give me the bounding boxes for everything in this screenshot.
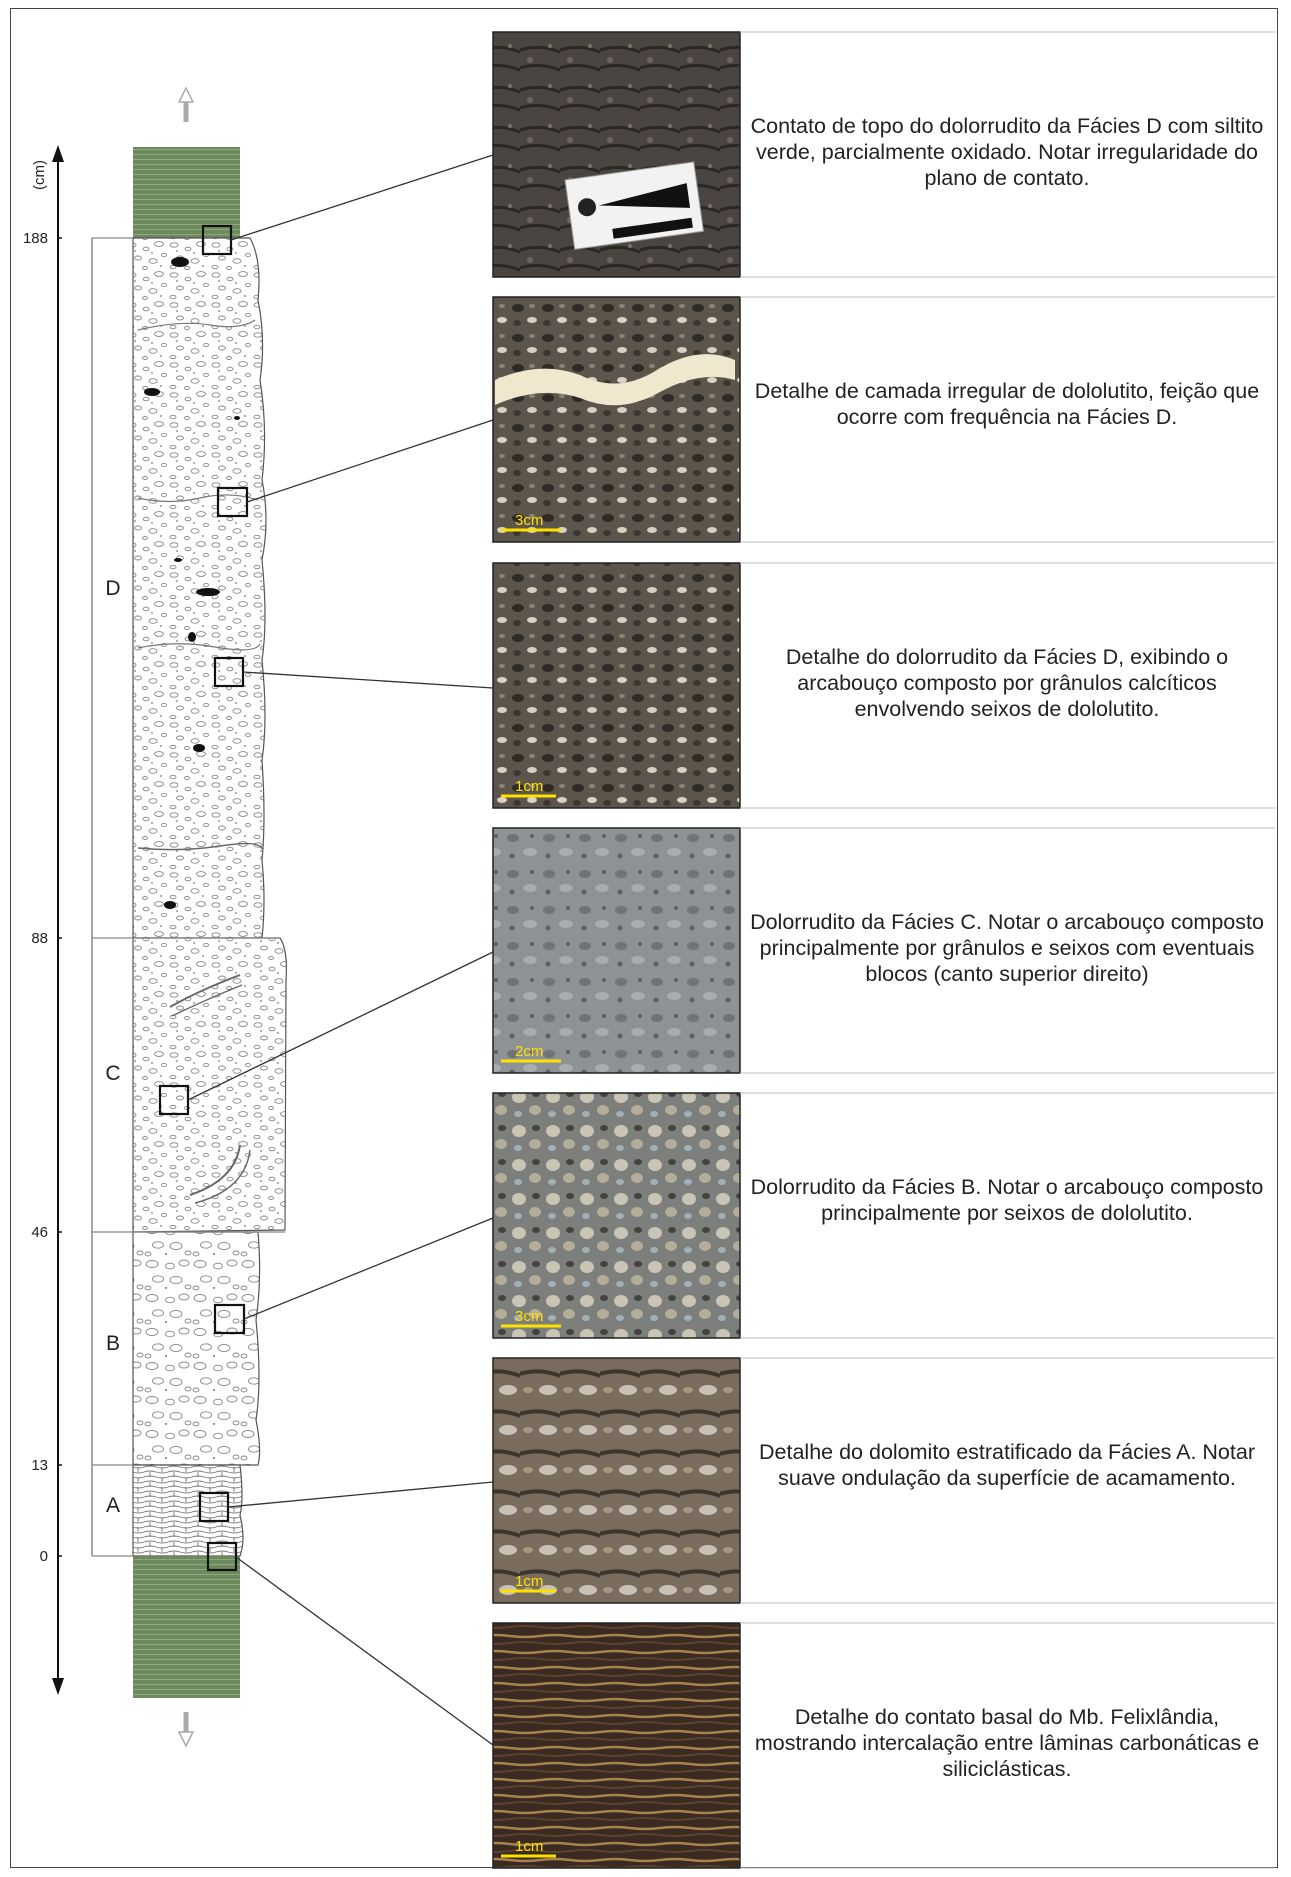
photo-image bbox=[493, 1358, 740, 1603]
photo-image bbox=[493, 828, 740, 1073]
leader-line bbox=[244, 1218, 493, 1319]
scale-bar-label: 1cm bbox=[515, 1838, 543, 1855]
facies-label-c: C bbox=[105, 1062, 120, 1085]
leader-line bbox=[228, 1482, 493, 1507]
facies-b-body bbox=[133, 1232, 260, 1465]
panel-caption: Detalhe do dolomito estratificado da Fác… bbox=[742, 1439, 1272, 1491]
axis-unit-label: (cm) bbox=[31, 160, 48, 190]
axis-tick-label: 13 bbox=[31, 1457, 48, 1474]
panel-caption: Detalhe do contato basal do Mb. Felixlân… bbox=[742, 1704, 1272, 1782]
down-arrow-icon bbox=[179, 1712, 193, 1746]
facies-label-b: B bbox=[106, 1332, 120, 1355]
leader-line bbox=[231, 155, 493, 240]
scale-bar-label: 3cm bbox=[515, 512, 543, 529]
panel-caption: Dolorrudito da Fácies C. Notar o arcabou… bbox=[742, 909, 1272, 987]
panel-caption: Dolorrudito da Fácies B. Notar o arcabou… bbox=[742, 1174, 1272, 1226]
stratigraphic-column bbox=[133, 88, 286, 1746]
photo-image bbox=[493, 1623, 740, 1868]
facies-label-d: D bbox=[105, 577, 120, 600]
scale-bar-label: 1cm bbox=[515, 778, 543, 795]
photo-image bbox=[493, 1093, 740, 1338]
panel-caption: Contato de topo do dolorrudito da Fácies… bbox=[742, 113, 1272, 191]
photo-image bbox=[493, 563, 740, 808]
leader-line bbox=[247, 420, 493, 502]
axis-tick-label: 88 bbox=[31, 930, 48, 947]
axis-tick-label: 46 bbox=[31, 1224, 48, 1241]
facies-c-body bbox=[133, 938, 286, 1232]
panel-caption: Detalhe de camada irregular de dololutit… bbox=[742, 378, 1272, 430]
up-arrow-icon bbox=[179, 88, 193, 122]
leader-line bbox=[236, 1557, 493, 1745]
scale-bar-label: 3cm bbox=[515, 1308, 543, 1325]
siltstone-top bbox=[133, 147, 240, 238]
siltstone-bottom bbox=[133, 1556, 240, 1698]
axis-down-arrow-icon bbox=[52, 1678, 64, 1695]
axis-tick-label: 0 bbox=[40, 1548, 48, 1565]
facies-label-a: A bbox=[106, 1494, 120, 1517]
scale-bar-label: 1cm bbox=[515, 1573, 543, 1590]
photo-image bbox=[493, 297, 740, 542]
depth-axis: (cm) 188 88 46 13 0 bbox=[23, 145, 64, 1695]
facies-d-body bbox=[133, 238, 266, 938]
axis-up-arrow-icon bbox=[52, 145, 64, 162]
leader-line bbox=[243, 672, 493, 688]
axis-tick-label: 188 bbox=[23, 230, 48, 247]
panel-caption: Detalhe do dolorrudito da Fácies D, exib… bbox=[742, 644, 1272, 722]
scale-bar-label: 2cm bbox=[515, 1043, 543, 1060]
